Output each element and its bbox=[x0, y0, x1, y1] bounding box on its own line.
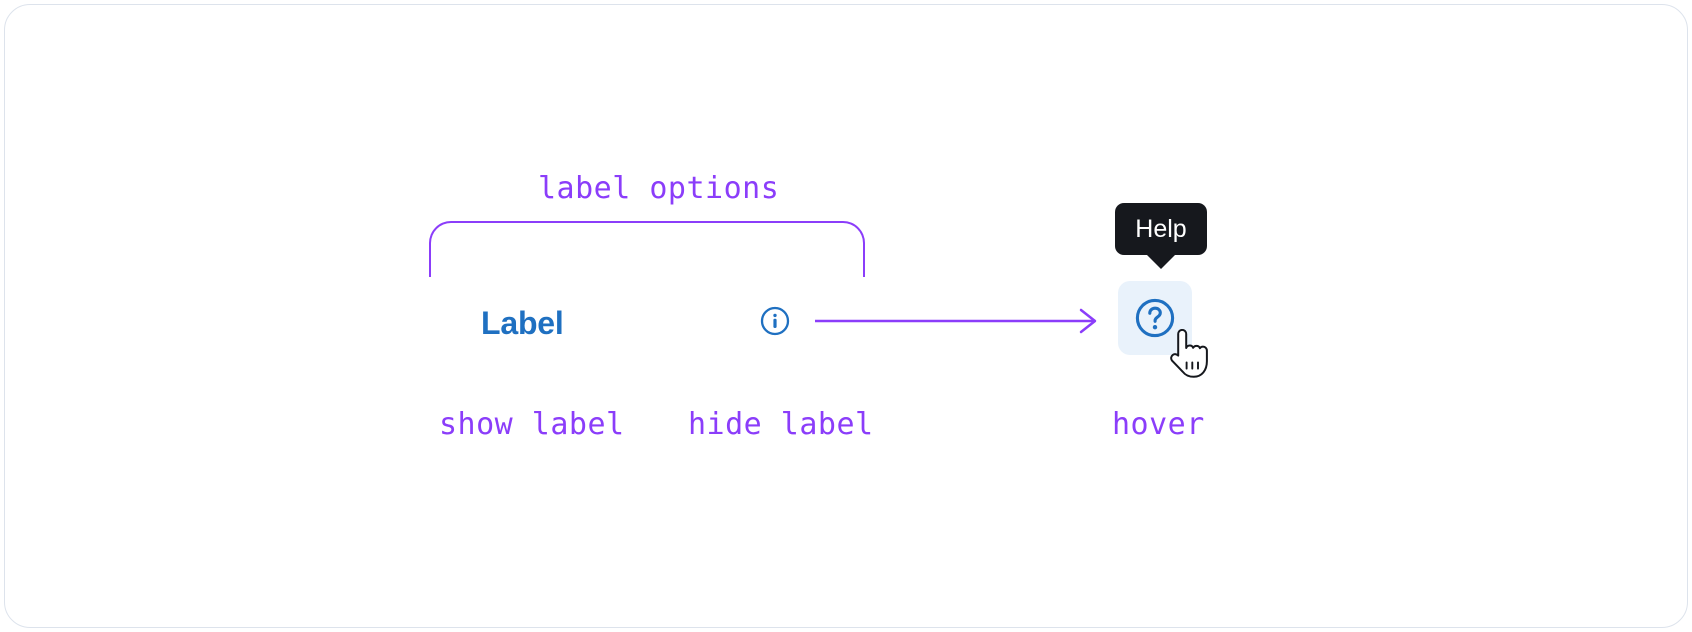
annotation-label-options: label options bbox=[538, 171, 780, 206]
demo-label: Label bbox=[481, 305, 564, 341]
annotation-stage: label options Label Help bbox=[5, 5, 1689, 629]
question-circle-icon bbox=[1134, 297, 1176, 339]
help-icon-button[interactable] bbox=[1118, 281, 1192, 355]
annotation-hide-label: hide label bbox=[688, 407, 874, 442]
page-card: label options Label Help bbox=[4, 4, 1688, 628]
annotation-show-label: show label bbox=[439, 407, 625, 442]
grouping-bracket bbox=[429, 221, 865, 277]
tooltip-tail bbox=[1146, 254, 1176, 269]
info-circle-icon[interactable] bbox=[760, 306, 790, 336]
tooltip-bubble: Help bbox=[1115, 203, 1207, 255]
annotation-hover: hover bbox=[1112, 407, 1205, 442]
tooltip-text: Help bbox=[1135, 214, 1187, 243]
arrow-right-icon bbox=[813, 305, 1105, 337]
